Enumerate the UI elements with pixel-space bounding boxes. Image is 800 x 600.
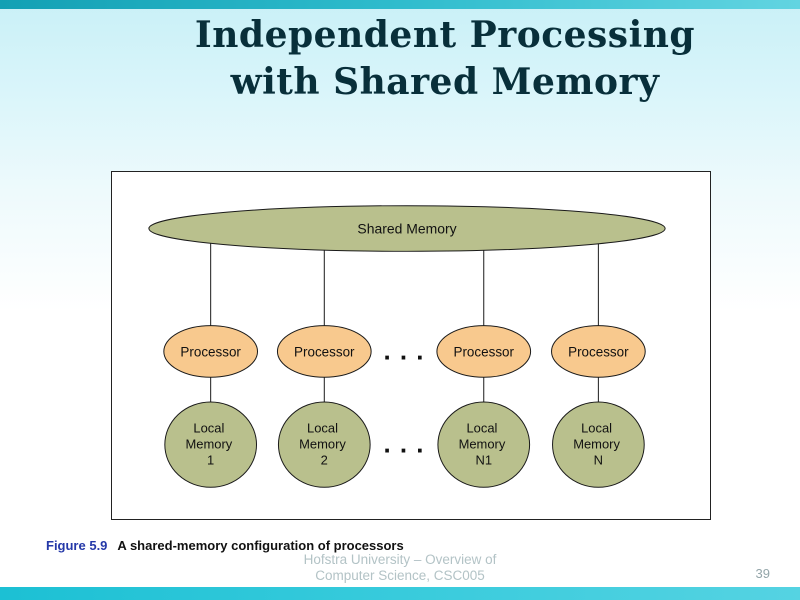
local-memory-ellipse-1	[164, 401, 258, 488]
local-memory-label-3: Local Memory N1	[459, 421, 509, 468]
local-memory-1-line-3: 1	[207, 453, 214, 468]
local-memory-3-line-3: N1	[475, 453, 492, 468]
local-memory-4-line-3: N	[594, 453, 603, 468]
local-memory-3-line-2: Memory	[459, 437, 506, 452]
local-memory-4-line-1: Local	[581, 421, 612, 436]
processor-ellipse-2	[276, 325, 372, 378]
processor-label-2: Processor	[294, 344, 355, 359]
local-memory-3-line-1: Local	[466, 421, 497, 436]
figure-caption: Figure 5.9 A shared-memory configuration …	[46, 538, 404, 553]
figure-caption-label: Figure 5.9	[46, 538, 108, 553]
figure-box: Shared Memory Processor Processor Proces…	[111, 171, 711, 520]
local-memory-4-line-2: Memory	[573, 437, 620, 452]
processor-ellipse-1	[163, 325, 259, 378]
local-memory-ellipsis: . . .	[384, 431, 425, 459]
top-accent-bar	[0, 0, 800, 9]
slide-title: Independent Processing with Shared Memory	[90, 12, 800, 106]
local-memory-label-4: Local Memory N	[573, 421, 623, 468]
footer-line-1: Hofstra University – Overview of	[303, 552, 497, 567]
processor-label-3: Processor	[453, 344, 514, 359]
shared-memory-diagram: Shared Memory Processor Processor Proces…	[148, 205, 666, 488]
local-memory-1-line-2: Memory	[186, 437, 233, 452]
bottom-accent-bar	[0, 587, 800, 600]
processor-ellipse-4	[551, 325, 646, 378]
processor-label-1: Processor	[180, 344, 241, 359]
processor-ellipsis: . . .	[384, 337, 425, 365]
local-memory-ellipse-3	[437, 401, 531, 488]
shared-memory-label: Shared Memory	[357, 221, 456, 237]
local-memory-label-1: Local Memory 1	[186, 421, 236, 468]
local-memory-label-2: Local Memory 2	[299, 421, 349, 468]
local-memory-ellipse-4	[552, 401, 645, 488]
local-memory-2-line-1: Local	[307, 421, 338, 436]
local-memory-2-line-3: 2	[321, 453, 328, 468]
local-memory-1-line-1: Local	[193, 421, 224, 436]
processor-label-4: Processor	[568, 344, 629, 359]
title-line-1: Independent Processing	[194, 14, 696, 56]
shared-memory-ellipse	[148, 205, 666, 252]
figure-caption-text: A shared-memory configuration of process…	[117, 538, 404, 553]
title-line-2: with Shared Memory	[230, 61, 660, 103]
local-memory-ellipse-2	[277, 401, 371, 488]
local-memory-2-line-2: Memory	[299, 437, 346, 452]
page-number: 39	[755, 566, 770, 581]
processor-ellipse-3	[436, 325, 532, 378]
footer-line-2: Computer Science, CSC005	[315, 568, 485, 583]
